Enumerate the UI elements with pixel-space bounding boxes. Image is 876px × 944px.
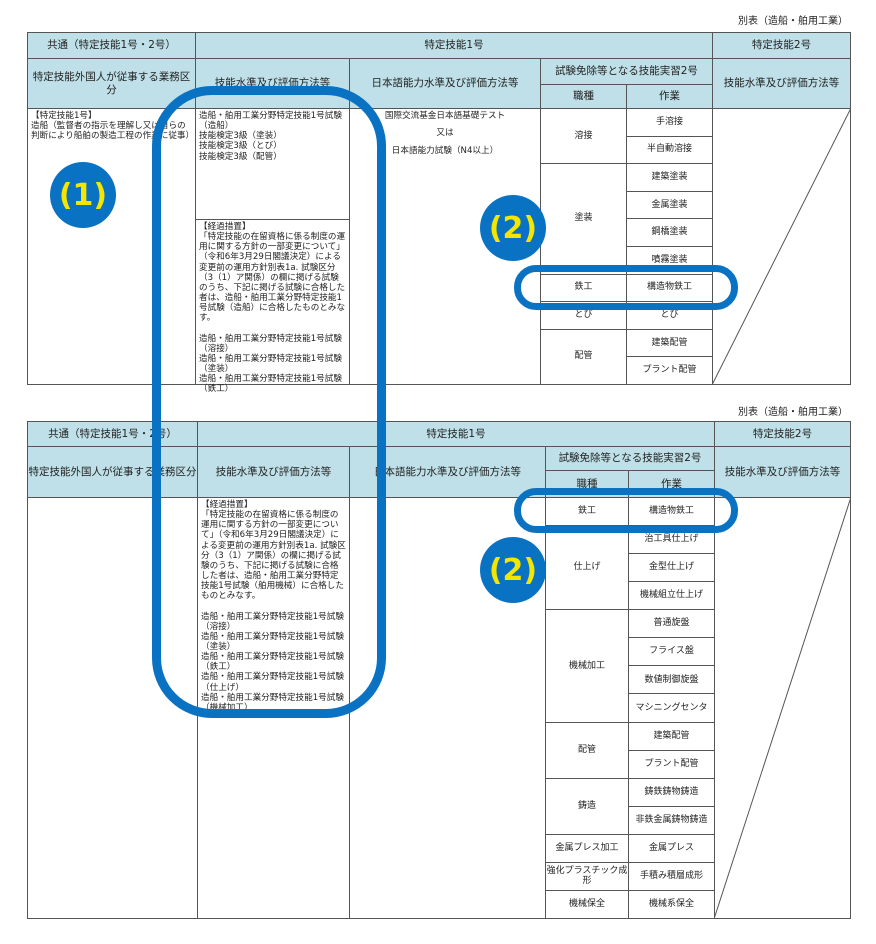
category-cell	[27, 497, 198, 919]
job-cell: 鋳造	[545, 777, 629, 835]
work-cell: 金属プレス	[628, 833, 715, 863]
job-cell: 仕上げ	[545, 525, 629, 611]
header-work: 作業	[626, 84, 713, 109]
skill-transition-cell: 【経過措置】 「特定技能の在留資格に係る制度の運用に関する方針の一部変更について…	[195, 219, 350, 394]
work-cell: 金属塗装	[626, 190, 713, 220]
job-cell: 塗装	[540, 163, 627, 275]
header-japanese: 日本語能力水準及び評価方法等	[349, 58, 541, 109]
work-cell: マシニングセンタ	[628, 693, 715, 723]
table-caption: 別表（造船・舶用工業）	[738, 16, 848, 27]
work-cell: 噴霧塗装	[626, 246, 713, 275]
skill-main-cell: 造船・舶用工業分野特定技能1号試験（造船） 技能検定3級（塗装） 技能検定3級（…	[195, 108, 350, 220]
work-cell: 手溶接	[626, 108, 713, 137]
header-skill2: 技能水準及び評価方法等	[714, 446, 851, 498]
japanese-test: 国際交流基金日本語基礎テスト	[384, 111, 506, 121]
job-cell: 鉄工	[540, 273, 627, 303]
japanese-or: 又は	[436, 128, 454, 139]
header-skill: 技能水準及び評価方法等	[195, 58, 350, 109]
header-ssw1: 特定技能1号	[197, 421, 715, 447]
work-cell: 建築配管	[626, 328, 713, 358]
header-category: 特定技能外国人が従事する業務区分	[27, 58, 196, 109]
work-cell: フライス盤	[628, 637, 715, 667]
job-cell: 機械保全	[545, 889, 629, 919]
work-cell: 半自動溶接	[626, 135, 713, 165]
work-cell: プラント配管	[628, 749, 715, 779]
job-cell: 鉄工	[545, 497, 629, 527]
work-cell: 建築塗装	[626, 163, 713, 192]
work-cell: 金型仕上げ	[628, 553, 715, 583]
header-category: 特定技能外国人が従事する業務区分	[27, 446, 198, 498]
header-exempt: 試験免除等となる技能実習2号	[540, 58, 713, 85]
work-cell: プラント配管	[626, 356, 713, 385]
table-caption: 別表（造船・舶用工業）	[738, 407, 848, 418]
work-cell: 鋳鉄鋳物鋳造	[628, 777, 715, 807]
work-cell: 数値制御旋盤	[628, 665, 715, 695]
job-cell: とび	[540, 301, 627, 330]
header-common: 共通（特定技能1号・2号）	[27, 421, 198, 447]
work-cell: 普通旋盤	[628, 609, 715, 639]
work-cell: 機械系保全	[628, 889, 715, 919]
header-ssw2: 特定技能2号	[714, 421, 851, 447]
work-cell: 手積み積層成形	[628, 861, 715, 891]
job-cell: 機械加工	[545, 609, 629, 723]
japanese-jlpt: 日本語能力試験（N4以上）	[391, 145, 499, 156]
work-cell: 構造物鉄工	[626, 273, 713, 303]
work-cell: 機械組立仕上げ	[628, 581, 715, 611]
work-cell: 非鉄金属鋳物鋳造	[628, 805, 715, 835]
job-cell: 強化プラスチック成形	[545, 861, 629, 891]
header-exempt: 試験免除等となる技能実習2号	[545, 446, 715, 471]
header-skill: 技能水準及び評価方法等	[197, 446, 350, 498]
header-ssw2: 特定技能2号	[712, 32, 851, 59]
header-common: 共通（特定技能1号・2号）	[27, 32, 196, 59]
header-japanese: 日本語能力水準及び評価方法等	[349, 446, 546, 498]
work-cell: 治工具仕上げ	[628, 525, 715, 555]
job-cell: 金属プレス加工	[545, 833, 629, 863]
job-cell: 配管	[545, 721, 629, 779]
header-ssw1: 特定技能1号	[195, 32, 713, 59]
skill2-empty-cell	[712, 108, 851, 385]
skill-transition-cell: 【経過措置】 「特定技能の在留資格に係る制度の運用に関する方針の一部変更について…	[197, 497, 350, 919]
header-job: 職種	[540, 84, 627, 109]
badge-2: (2)	[480, 537, 546, 603]
work-cell: 建築配管	[628, 721, 715, 751]
work-cell: 構造物鉄工	[628, 497, 715, 527]
work-cell: 鋼橋塗装	[626, 218, 713, 247]
header-skill2: 技能水準及び評価方法等	[712, 58, 851, 109]
job-cell: 配管	[540, 328, 627, 385]
badge-1: (1)	[50, 162, 116, 228]
skill2-empty-cell	[714, 497, 851, 919]
category-cell: 【特定技能1号】 造船（監督者の指示を理解し又は自らの判断により船舶の製造工程の…	[27, 108, 196, 385]
work-cell: とび	[626, 301, 713, 330]
job-cell: 溶接	[540, 108, 627, 165]
header-work: 作業	[628, 470, 715, 498]
badge-2: (2)	[480, 195, 546, 261]
header-job: 職種	[545, 470, 629, 498]
